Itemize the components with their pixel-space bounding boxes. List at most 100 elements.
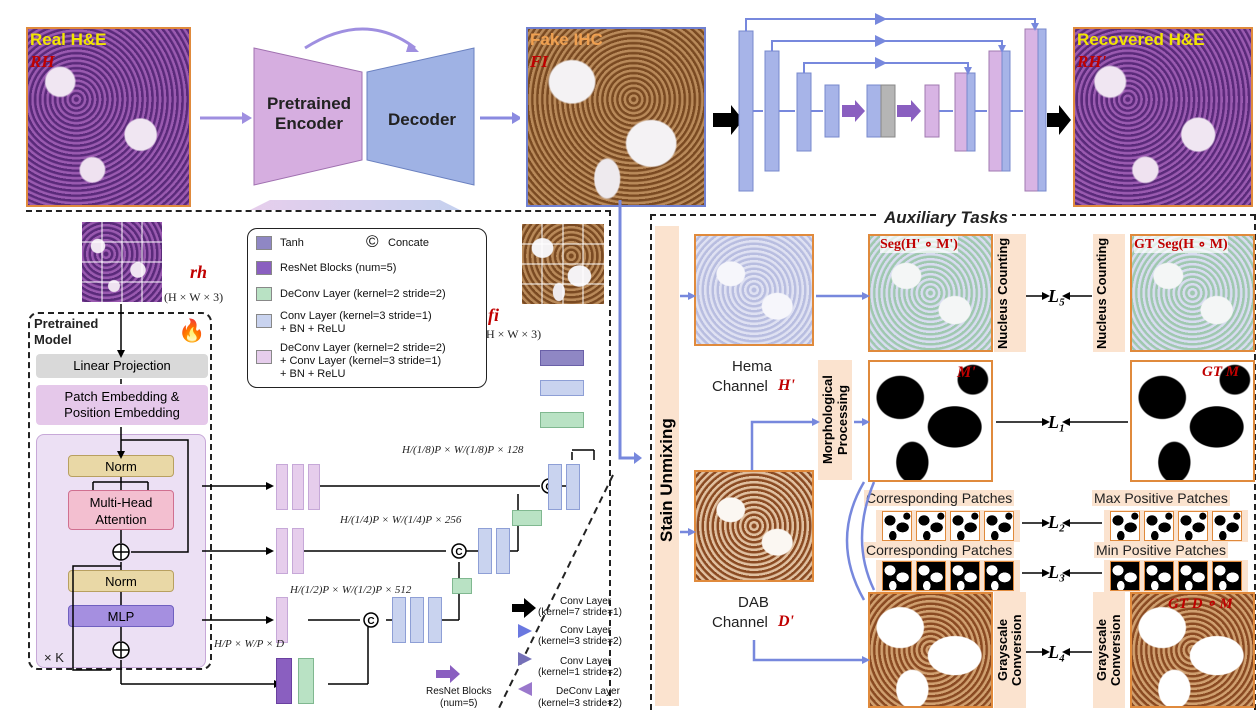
recovered-he-image <box>1073 27 1253 207</box>
encoder-decoder-svg <box>200 27 520 210</box>
fake-ihc-image <box>526 27 706 207</box>
rh-label: RH <box>30 52 55 71</box>
fake-ihc-label: Fake IHC <box>530 30 603 49</box>
conv-legend-2: + BN + ReLU <box>280 323 346 335</box>
dim-128-label: H/(1/8)P × W/(1/8)P × 128 <box>402 444 524 456</box>
dc-legend-b: (kernel=3 stride=2) <box>538 698 622 709</box>
dc-block-512-a <box>276 597 288 643</box>
real-he-image <box>26 27 191 207</box>
m-prime-label: M' <box>957 364 976 381</box>
k3s2-legend-b: (kernel=3 stride=2) <box>538 636 622 647</box>
times-k-label: × K <box>44 650 64 665</box>
corr-patches-label-2: Corresponding Patches <box>864 542 1015 558</box>
dab-symbol: D' <box>778 613 794 630</box>
norm1-block: Norm <box>68 455 174 477</box>
k1s2-legend-a: Conv Layer <box>560 656 612 667</box>
mlp-block: MLP <box>68 605 174 627</box>
conv-block-top <box>540 380 584 396</box>
resnet-swatch <box>256 261 272 275</box>
conv-block-512-b <box>410 597 424 643</box>
nucleus-count-box-pred <box>994 234 1026 352</box>
dcc-legend-1: DeConv Layer (kernel=2 stride=2) <box>280 342 446 354</box>
dab-channel-image <box>694 470 814 582</box>
deconv-legend: DeConv Layer (kernel=2 stride=2) <box>280 288 446 300</box>
gt-m-label: GT M <box>1202 364 1240 380</box>
resnet-arrow-icon <box>436 665 460 683</box>
deconvconv-swatch <box>256 350 272 364</box>
dc-block-128-b <box>292 464 304 510</box>
max-patches-label: Max Positive Patches <box>1092 490 1230 506</box>
pretrained-model-label: Pretrained Model <box>34 316 99 347</box>
svg-text:C: C <box>367 616 374 627</box>
connection-arrows <box>618 200 642 464</box>
hema-label-b: Channel <box>712 378 768 395</box>
conv-block-128-a <box>548 464 562 510</box>
fire-icon: 🔥 <box>178 318 206 343</box>
mha-block: Multi-Head Attention <box>68 490 174 530</box>
unet-svg <box>713 13 1071 192</box>
loss-l1: L₁ <box>1048 412 1066 432</box>
dc-block-256-a <box>276 528 288 574</box>
aux-arrows <box>680 292 1128 664</box>
seg-pred-image <box>868 234 993 352</box>
concate-legend: Concate <box>388 237 429 249</box>
deconv-swatch <box>256 287 272 301</box>
dc-block-256-b <box>292 528 304 574</box>
conv-legend-1: Conv Layer (kernel=3 stride=1) <box>280 310 432 322</box>
deconv-block-d <box>298 658 314 704</box>
fi-dims: (H × W × 3) <box>482 327 542 341</box>
conv-block-256-a <box>478 528 492 574</box>
decoder-block <box>366 47 475 186</box>
morph-box <box>818 360 852 480</box>
hema-channel-image <box>694 234 814 346</box>
min-patches-label: Min Positive Patches <box>1094 542 1228 558</box>
corr-patches-label-1: Corresponding Patches <box>864 490 1015 506</box>
dab-label-b: Channel <box>712 614 768 631</box>
deconv-block-256 <box>512 510 542 526</box>
fi-label: FI <box>530 52 548 71</box>
deconv-block-top <box>540 412 584 428</box>
concate-symbol: © <box>366 232 379 251</box>
arrow-legend-icons <box>512 598 536 696</box>
fi-small-label: fi <box>488 305 499 325</box>
loss-l5: L₅ <box>1048 286 1066 306</box>
resnet-legend: ResNet Blocks (num=5) <box>280 262 397 274</box>
pretrained-model-box <box>28 312 212 670</box>
grayscale-box-pred <box>994 592 1026 708</box>
encoder-label: Pretrained Encoder <box>266 94 352 133</box>
encoder-detail-panel <box>26 210 611 706</box>
deconv-block-512 <box>452 578 472 594</box>
grayscale-box-gt <box>1093 592 1125 708</box>
dim-512-label: H/(1/2)P × W/(1/2)P × 512 <box>290 584 412 596</box>
conv-block-512-c <box>428 597 442 643</box>
recovered-he-label: Recovered H&E <box>1077 30 1205 49</box>
tanh-legend: Tanh <box>280 237 304 249</box>
conv-swatch <box>256 314 272 328</box>
dc-legend-a: DeConv Layer <box>556 686 620 697</box>
resnet-block-d <box>276 658 292 704</box>
dc-block-128-a <box>276 464 288 510</box>
rh-prime-label: RH' <box>1077 52 1107 71</box>
dab-masked-image <box>868 592 993 708</box>
tanh-swatch <box>256 236 272 250</box>
norm2-block: Norm <box>68 570 174 592</box>
decoder-label: Decoder <box>387 110 457 129</box>
conv-block-256-b <box>496 528 510 574</box>
patch-embedding-block: Patch Embedding & Position Embedding <box>36 385 208 425</box>
dcc-legend-3: + BN + ReLU <box>280 368 346 380</box>
conv-block-512-a <box>392 597 406 643</box>
k7-legend-b: (kernel=7 stride=1) <box>538 607 622 618</box>
svg-text:C: C <box>455 547 462 558</box>
seg-gt-label: GT Seg(H ∘ M) <box>1134 236 1228 253</box>
legend-box <box>247 228 487 388</box>
gt-dm-image <box>1130 592 1255 708</box>
encoder-block <box>253 47 363 186</box>
real-he-label: Real H&E <box>30 30 107 49</box>
gt-m-image <box>1130 360 1255 482</box>
k3s2-legend-a: Conv Layer <box>560 625 612 636</box>
linear-projection-block: Linear Projection <box>36 354 208 378</box>
stain-unmixing-box <box>655 226 679 706</box>
seg-gt-image <box>1130 234 1255 352</box>
gt-dm-label: GT D ∘ M <box>1168 596 1233 612</box>
seg-pred-label: Seg(H' ∘ M') <box>880 236 958 253</box>
